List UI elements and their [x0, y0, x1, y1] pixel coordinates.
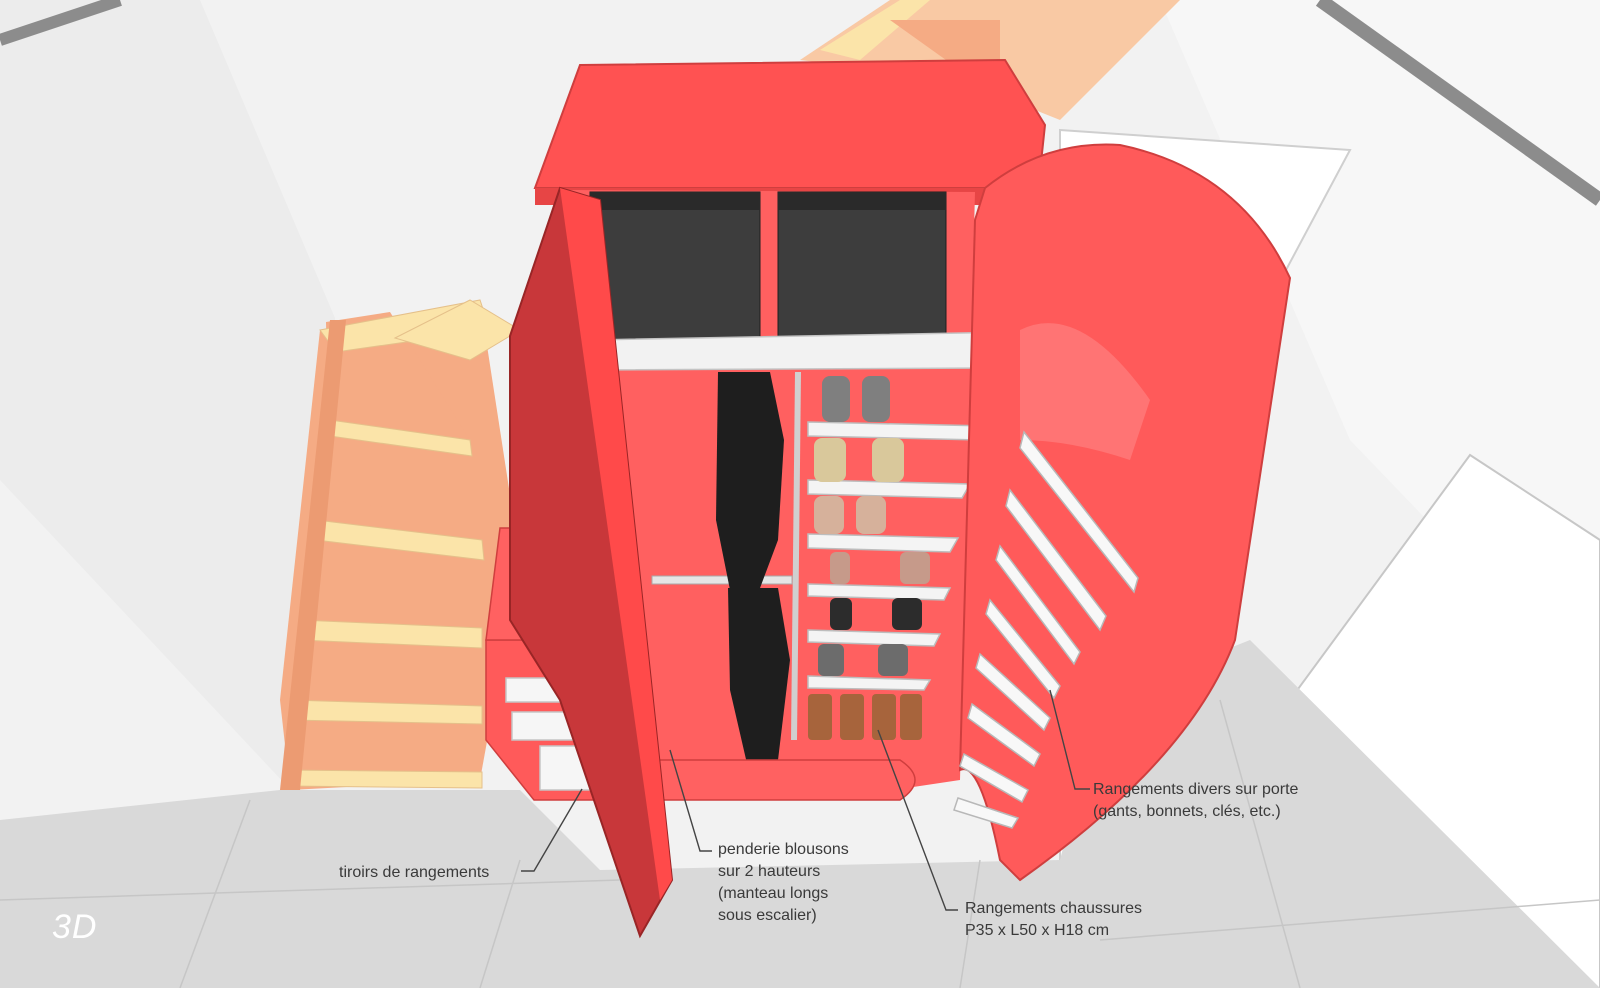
jacket-lower — [728, 588, 790, 768]
annotation-hanging-rail-line-4: sous escalier) — [718, 907, 817, 924]
annotation-hanging-rail-line-3: (manteau longs — [718, 885, 829, 902]
annotation-shoe-storage-line-1: Rangements chaussures — [965, 900, 1142, 917]
floor — [0, 640, 1600, 988]
annotation-hanging-rail-line-1: penderie blousons — [718, 841, 849, 858]
jacket-upper — [716, 372, 784, 590]
annotation-hanging-rail: penderie blousons sur 2 hauteurs (mantea… — [718, 839, 849, 927]
annotation-shoe-storage: Rangements chaussures P35 x L50 x H18 cm — [965, 898, 1142, 942]
ceiling-beam — [1315, 0, 1600, 206]
annotation-door-storage-line-2: (gants, bonnets, clés, etc.) — [1093, 803, 1281, 820]
shoe-shelves — [791, 371, 990, 741]
shoes — [808, 376, 930, 740]
left-staircase — [280, 299, 521, 790]
ceiling-beam-left — [0, 0, 122, 46]
annotation-shoe-storage-line-2: P35 x L50 x H18 cm — [965, 922, 1110, 939]
annotation-door-storage-line-1: Rangements divers sur porte — [1093, 781, 1299, 798]
annotation-drawers: tiroirs de rangements — [339, 862, 489, 884]
hanging-rod — [651, 575, 793, 585]
storage-box-left — [589, 191, 761, 343]
left-wall — [0, 0, 335, 800]
view-mode-label: 3D — [52, 908, 98, 946]
storage-box-right — [777, 191, 947, 343]
annotation-drawers-text: tiroirs de rangements — [339, 864, 490, 881]
cabinet-top — [533, 58, 1047, 189]
annotation-door-storage: Rangements divers sur porte (gants, bonn… — [1093, 779, 1298, 823]
floor-tiles — [0, 699, 1600, 988]
cabinet-base — [649, 759, 916, 801]
door-storage-shelves — [953, 430, 1139, 829]
annotation-hanging-rail-line-2: sur 2 hauteurs — [718, 863, 821, 880]
open-door-left — [509, 186, 674, 939]
annotation-leaders — [521, 689, 1090, 911]
